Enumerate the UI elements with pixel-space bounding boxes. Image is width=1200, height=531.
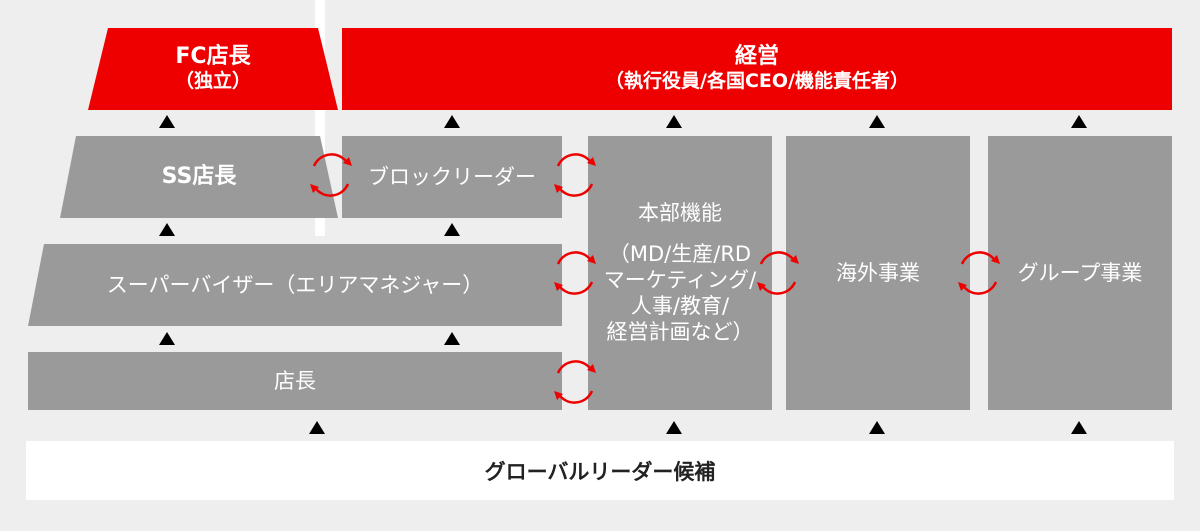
up-triangle-icon bbox=[1071, 421, 1087, 434]
global-leader-title: グローバルリーダー候補 bbox=[484, 459, 716, 484]
supervisor-box: スーパーバイザー（エリアマネジャー） bbox=[28, 244, 562, 326]
headquarters-box: 本部機能 （MD/生産/RD マーケティング/ 人事/教育/ 経営計画など） bbox=[588, 136, 772, 410]
supervisor-title: スーパーバイザー（エリアマネジャー） bbox=[106, 272, 484, 297]
group-title: グループ事業 bbox=[1017, 260, 1143, 285]
up-triangle-icon bbox=[444, 223, 460, 236]
fc-store-manager-sub: （独立） bbox=[174, 70, 251, 93]
group-box: グループ事業 bbox=[988, 136, 1172, 410]
rotation-arrows-icon bbox=[958, 251, 1000, 295]
rotation-arrows-icon bbox=[310, 153, 352, 197]
fc-store-manager-title: FC店長 bbox=[175, 43, 251, 69]
up-triangle-icon bbox=[869, 115, 885, 128]
overseas-box: 海外事業 bbox=[786, 136, 970, 410]
headquarters-sub-line: 人事/教育/ bbox=[630, 294, 730, 319]
up-triangle-icon bbox=[159, 115, 175, 128]
management-box: 経営 （執行役員/各国CEO/機能責任者） bbox=[342, 28, 1172, 110]
rotation-arrows-icon bbox=[554, 153, 596, 197]
up-triangle-icon bbox=[444, 332, 460, 345]
management-sub: （執行役員/各国CEO/機能責任者） bbox=[605, 70, 909, 93]
headquarters-title: 本部機能 bbox=[638, 201, 722, 226]
headquarters-sub-line: マーケティング/ bbox=[603, 267, 757, 292]
headquarters-sub-line: 経営計画など） bbox=[606, 320, 754, 345]
block-leader-box: ブロックリーダー bbox=[342, 136, 562, 218]
management-title: 経営 bbox=[734, 43, 779, 69]
up-triangle-icon bbox=[309, 421, 325, 434]
overseas-title: 海外事業 bbox=[836, 260, 920, 285]
up-triangle-icon bbox=[159, 223, 175, 236]
headquarters-sub-line: （MD/生産/RD bbox=[608, 241, 752, 266]
ss-store-manager-title: SS店長 bbox=[161, 163, 237, 189]
store-manager-box: 店長 bbox=[28, 352, 562, 410]
up-triangle-icon bbox=[444, 115, 460, 128]
up-triangle-icon bbox=[869, 421, 885, 434]
up-triangle-icon bbox=[159, 332, 175, 345]
fc-store-manager-box: FC店長 （独立） bbox=[88, 28, 338, 110]
rotation-arrows-icon bbox=[757, 251, 799, 295]
rotation-arrows-icon bbox=[554, 251, 596, 295]
white-divider bbox=[315, 0, 325, 236]
up-triangle-icon bbox=[1071, 115, 1087, 128]
ss-store-manager-box: SS店長 bbox=[60, 136, 338, 218]
up-triangle-icon bbox=[666, 115, 682, 128]
global-leader-base: グローバルリーダー候補 bbox=[26, 441, 1174, 500]
rotation-arrows-icon bbox=[554, 360, 596, 404]
store-manager-title: 店長 bbox=[274, 368, 316, 393]
block-leader-title: ブロックリーダー bbox=[368, 164, 536, 189]
up-triangle-icon bbox=[666, 421, 682, 434]
